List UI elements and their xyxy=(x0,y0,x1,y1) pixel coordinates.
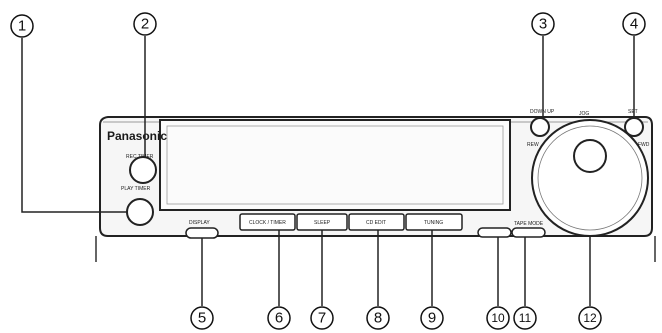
play-timer-label: PLAY TIMER xyxy=(121,186,151,192)
display-button[interactable] xyxy=(185,227,219,239)
brand-logo: Panasonic xyxy=(107,129,167,143)
sleep-label: SLEEP xyxy=(314,220,331,226)
tape-mode-button[interactable] xyxy=(511,227,546,238)
callout-12: 12 xyxy=(578,306,602,330)
cd-edit-label: CD EDIT xyxy=(366,220,386,226)
set-label: SET xyxy=(628,109,638,115)
callout-3: 3 xyxy=(531,12,555,36)
display-window xyxy=(159,119,511,211)
svg-text:4: 4 xyxy=(630,16,638,33)
jog-dial-knob[interactable] xyxy=(573,139,607,173)
tuning-label: TUNING xyxy=(424,220,443,226)
callout-10: 10 xyxy=(486,306,510,330)
unit-base xyxy=(95,236,656,262)
svg-text:8: 8 xyxy=(374,310,382,327)
tape-button-left[interactable] xyxy=(477,227,512,238)
callout-2: 2 xyxy=(133,12,157,36)
down-up-button[interactable] xyxy=(530,117,550,137)
svg-text:7: 7 xyxy=(318,310,326,327)
rew-label: REW xyxy=(527,142,539,148)
tape-mode-label: TAPE MODE xyxy=(514,221,544,227)
clock-timer-button[interactable] xyxy=(239,213,296,231)
jog-label: JOG xyxy=(579,111,589,117)
cd-edit-button[interactable] xyxy=(348,213,405,231)
svg-text:3: 3 xyxy=(539,16,547,33)
rec-timer-button[interactable] xyxy=(129,156,157,184)
callout-5: 5 xyxy=(190,306,214,330)
callout-9: 9 xyxy=(420,306,444,330)
callout-8: 8 xyxy=(366,306,390,330)
callout-1: 1 xyxy=(10,14,34,38)
svg-text:9: 9 xyxy=(428,310,436,327)
svg-text:12: 12 xyxy=(583,311,597,325)
callout-4: 4 xyxy=(622,12,646,36)
svg-text:10: 10 xyxy=(491,311,505,325)
jog-dial[interactable] xyxy=(531,119,649,237)
callout-7: 7 xyxy=(310,306,334,330)
callout-6: 6 xyxy=(267,306,291,330)
display-label: DISPLAY xyxy=(189,220,210,226)
svg-text:5: 5 xyxy=(198,310,206,327)
svg-text:1: 1 xyxy=(18,18,26,35)
svg-text:2: 2 xyxy=(141,16,149,33)
clock-timer-label: CLOCK / TIMER xyxy=(249,220,286,226)
leader-lines xyxy=(21,36,635,306)
play-timer-button[interactable] xyxy=(126,198,154,226)
fwd-label: FWD xyxy=(638,142,650,148)
tuning-button[interactable] xyxy=(405,213,463,231)
svg-text:6: 6 xyxy=(275,310,283,327)
svg-text:11: 11 xyxy=(519,311,532,325)
callout-11: 11 xyxy=(513,306,537,330)
